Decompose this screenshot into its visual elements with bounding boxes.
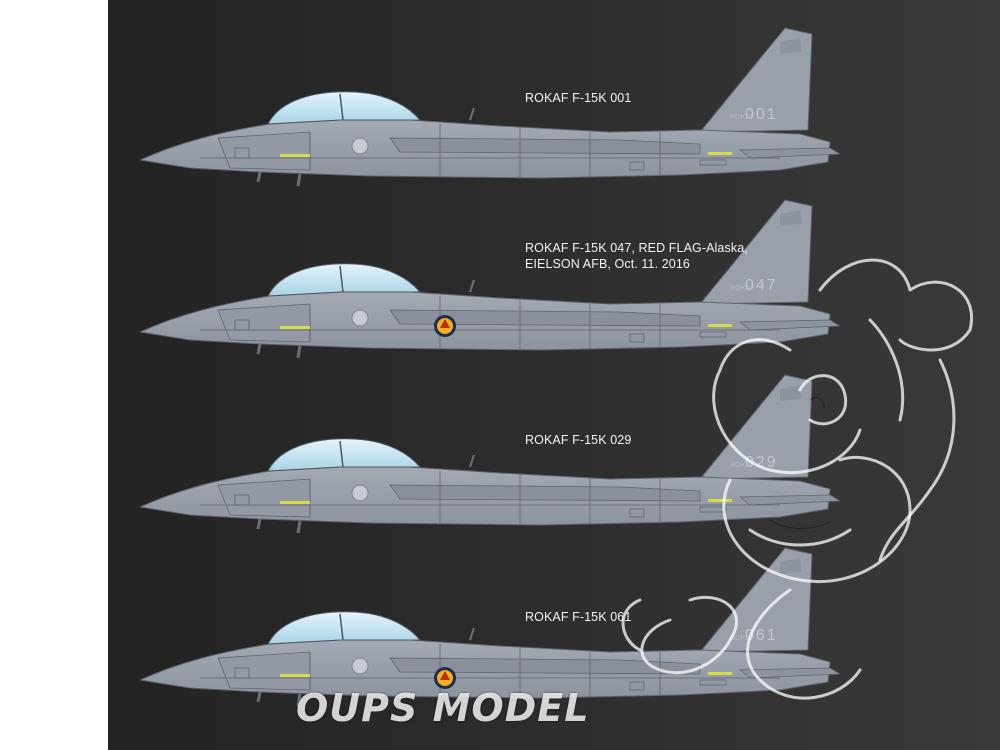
tail-number: 001 [745,106,778,123]
tail-code: ROKAF [730,114,755,121]
caption-line: EIELSON AFB, Oct. 11. 2016 [525,257,690,271]
caption-aircraft-029: ROKAF F-15K 029 [525,432,631,448]
tail-code: ROKAF [730,462,755,469]
tail-number: 047 [745,277,778,294]
caption-line: ROKAF F-15K 001 [525,91,632,105]
tail-code: ROKAF [730,285,755,292]
tail-code: ROKAF [730,635,755,642]
caption-line: ROKAF F-15K 047, RED FLAG-Alaska, [525,241,748,255]
dark-background-panel [108,0,1000,750]
mascot-sketch-watermark [621,258,973,700]
caption-aircraft-047: ROKAF F-15K 047, RED FLAG-Alaska, EIELSO… [525,240,748,272]
unit-badge-icon [434,667,456,689]
unit-badge-icon [434,315,456,337]
caption-aircraft-061: ROKAF F-15K 061 [525,609,631,625]
aircraft-profile-001 [140,20,840,195]
tail-number: 029 [745,454,778,471]
caption-aircraft-001: ROKAF F-15K 001 [525,90,631,106]
watermark-logo: OUPS MODEL [296,686,590,730]
caption-line: ROKAF F-15K 061 [525,610,632,624]
caption-line: ROKAF F-15K 029 [525,433,632,447]
f15k-side-view [140,26,840,188]
